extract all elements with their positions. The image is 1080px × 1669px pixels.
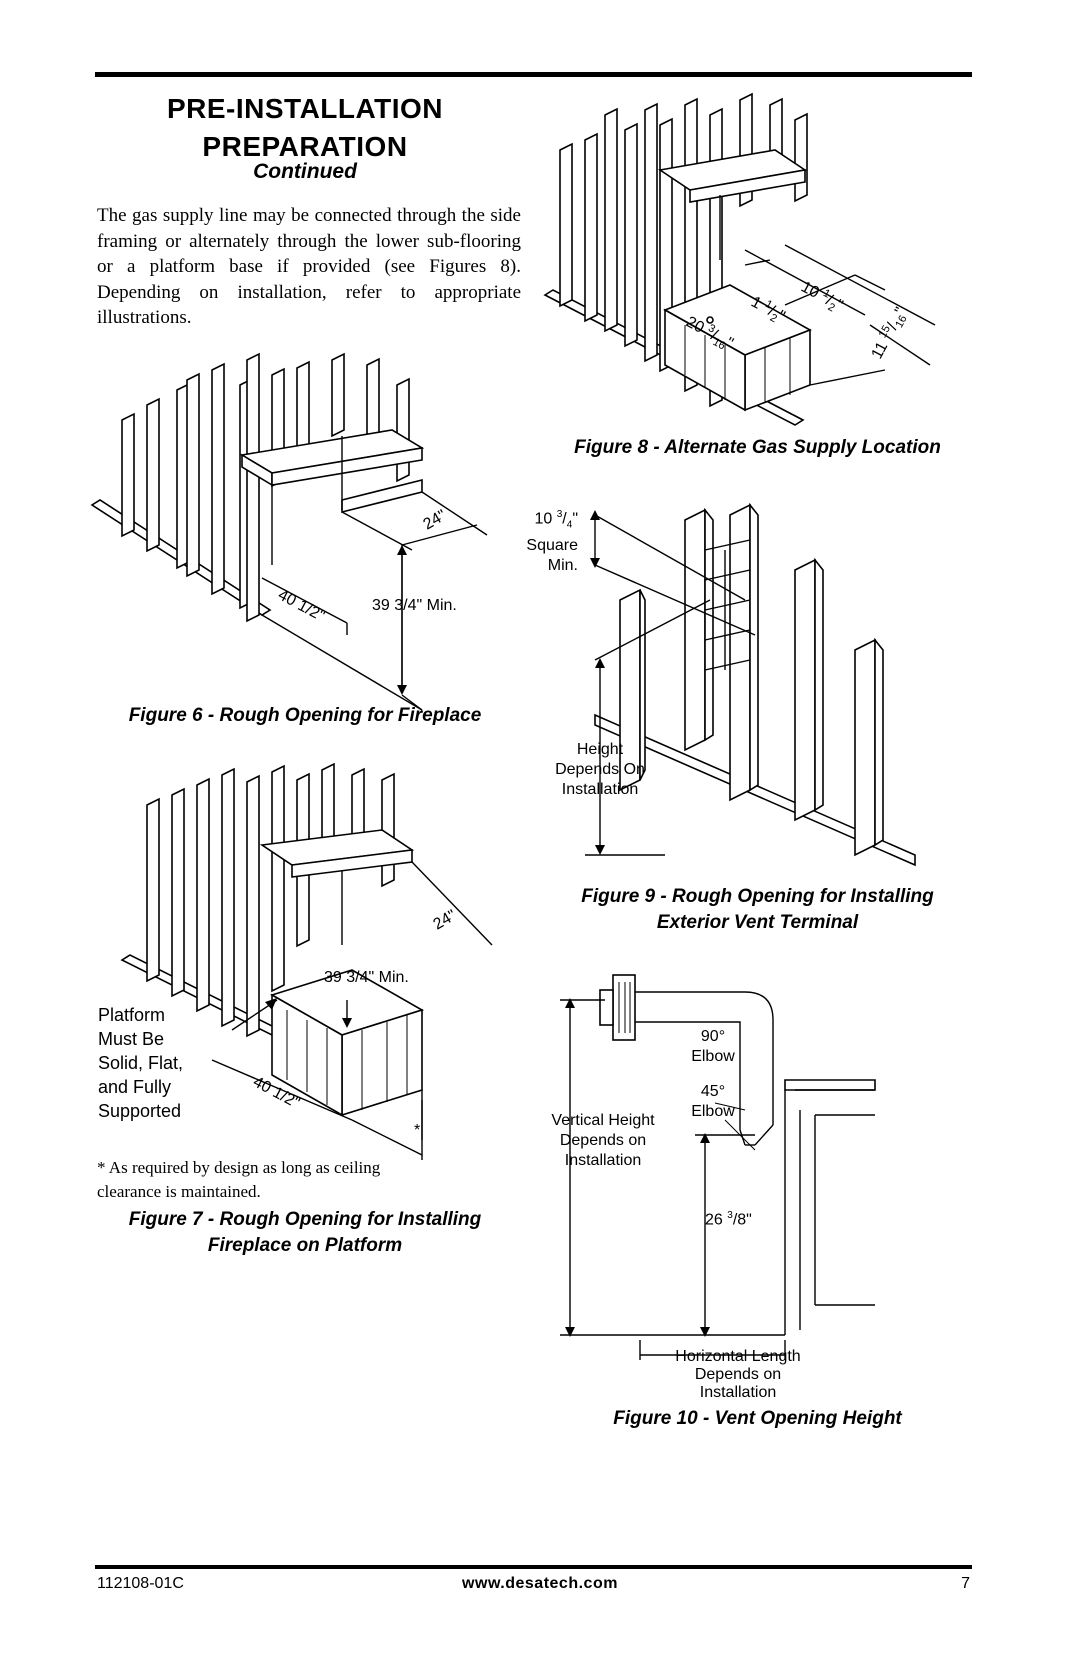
- fig10-elbow90-label: 90° Elbow: [691, 1028, 735, 1065]
- figure-7-caption: Figure 7 - Rough Opening for Installing …: [128, 1209, 482, 1256]
- fig6-width-label: 40 1/2": [275, 587, 327, 626]
- figure-6-caption: Figure 6 - Rough Opening for Fireplace: [128, 705, 482, 726]
- fig9-height-label: Height Depends On Installation: [555, 741, 645, 798]
- figure-6-illustration: 24" 40 1/2" 39 3/4" Min.: [90, 352, 488, 711]
- fig10-height-label: 26 3/8": [705, 1210, 752, 1229]
- fig6-height-label: 39 3/4" Min.: [372, 597, 457, 614]
- fig7-height-label: 39 3/4" Min.: [324, 969, 409, 986]
- figure-8-illustration: 10 1/2" 1 1/2" 20 3/16" 11 15/16": [543, 92, 936, 426]
- figure-9-illustration: [585, 502, 916, 867]
- page-title: PRE-INSTALLATION PREPARATION: [166, 93, 444, 162]
- figure-10-illustration: [560, 974, 876, 1360]
- figure-10-caption: Figure 10 - Vent Opening Height: [613, 1408, 902, 1429]
- top-rule: [95, 72, 972, 77]
- fig8-dim-d-label: 11 15/16": [867, 304, 913, 364]
- figure-7-illustration: 24" 40 1/2" 39 3/4" Min. *: [120, 762, 493, 1160]
- page-subtitle: Continued: [253, 160, 357, 183]
- fig7-depth-label: 24": [431, 907, 460, 933]
- footer-page-number: 7: [961, 1575, 970, 1592]
- fig7-footnote: * As required by design as long as ceili…: [97, 1158, 381, 1201]
- figure-9-caption: Figure 9 - Rough Opening for Installing …: [581, 886, 934, 933]
- fig10-vertical-label: Vertical Height Depends on Installation: [551, 1112, 655, 1169]
- footer-website[interactable]: www.desatech.com: [462, 1575, 618, 1592]
- fig10-elbow45-label: 45° Elbow: [691, 1083, 735, 1120]
- fig10-horizontal-label: Horizontal Length Depends on Installatio…: [675, 1348, 801, 1401]
- footer-part-number: 112108-01C: [97, 1575, 184, 1592]
- fig7-asterisk: *: [414, 1122, 420, 1139]
- intro-paragraph: The gas supply line may be connected thr…: [97, 205, 521, 328]
- fig7-platform-note: Platform Must Be Solid, Flat, and Fully …: [98, 1005, 184, 1121]
- bottom-rule: [95, 1565, 972, 1569]
- fig6-depth-label: 24": [421, 507, 450, 533]
- figure-8-caption: Figure 8 - Alternate Gas Supply Location: [574, 437, 941, 458]
